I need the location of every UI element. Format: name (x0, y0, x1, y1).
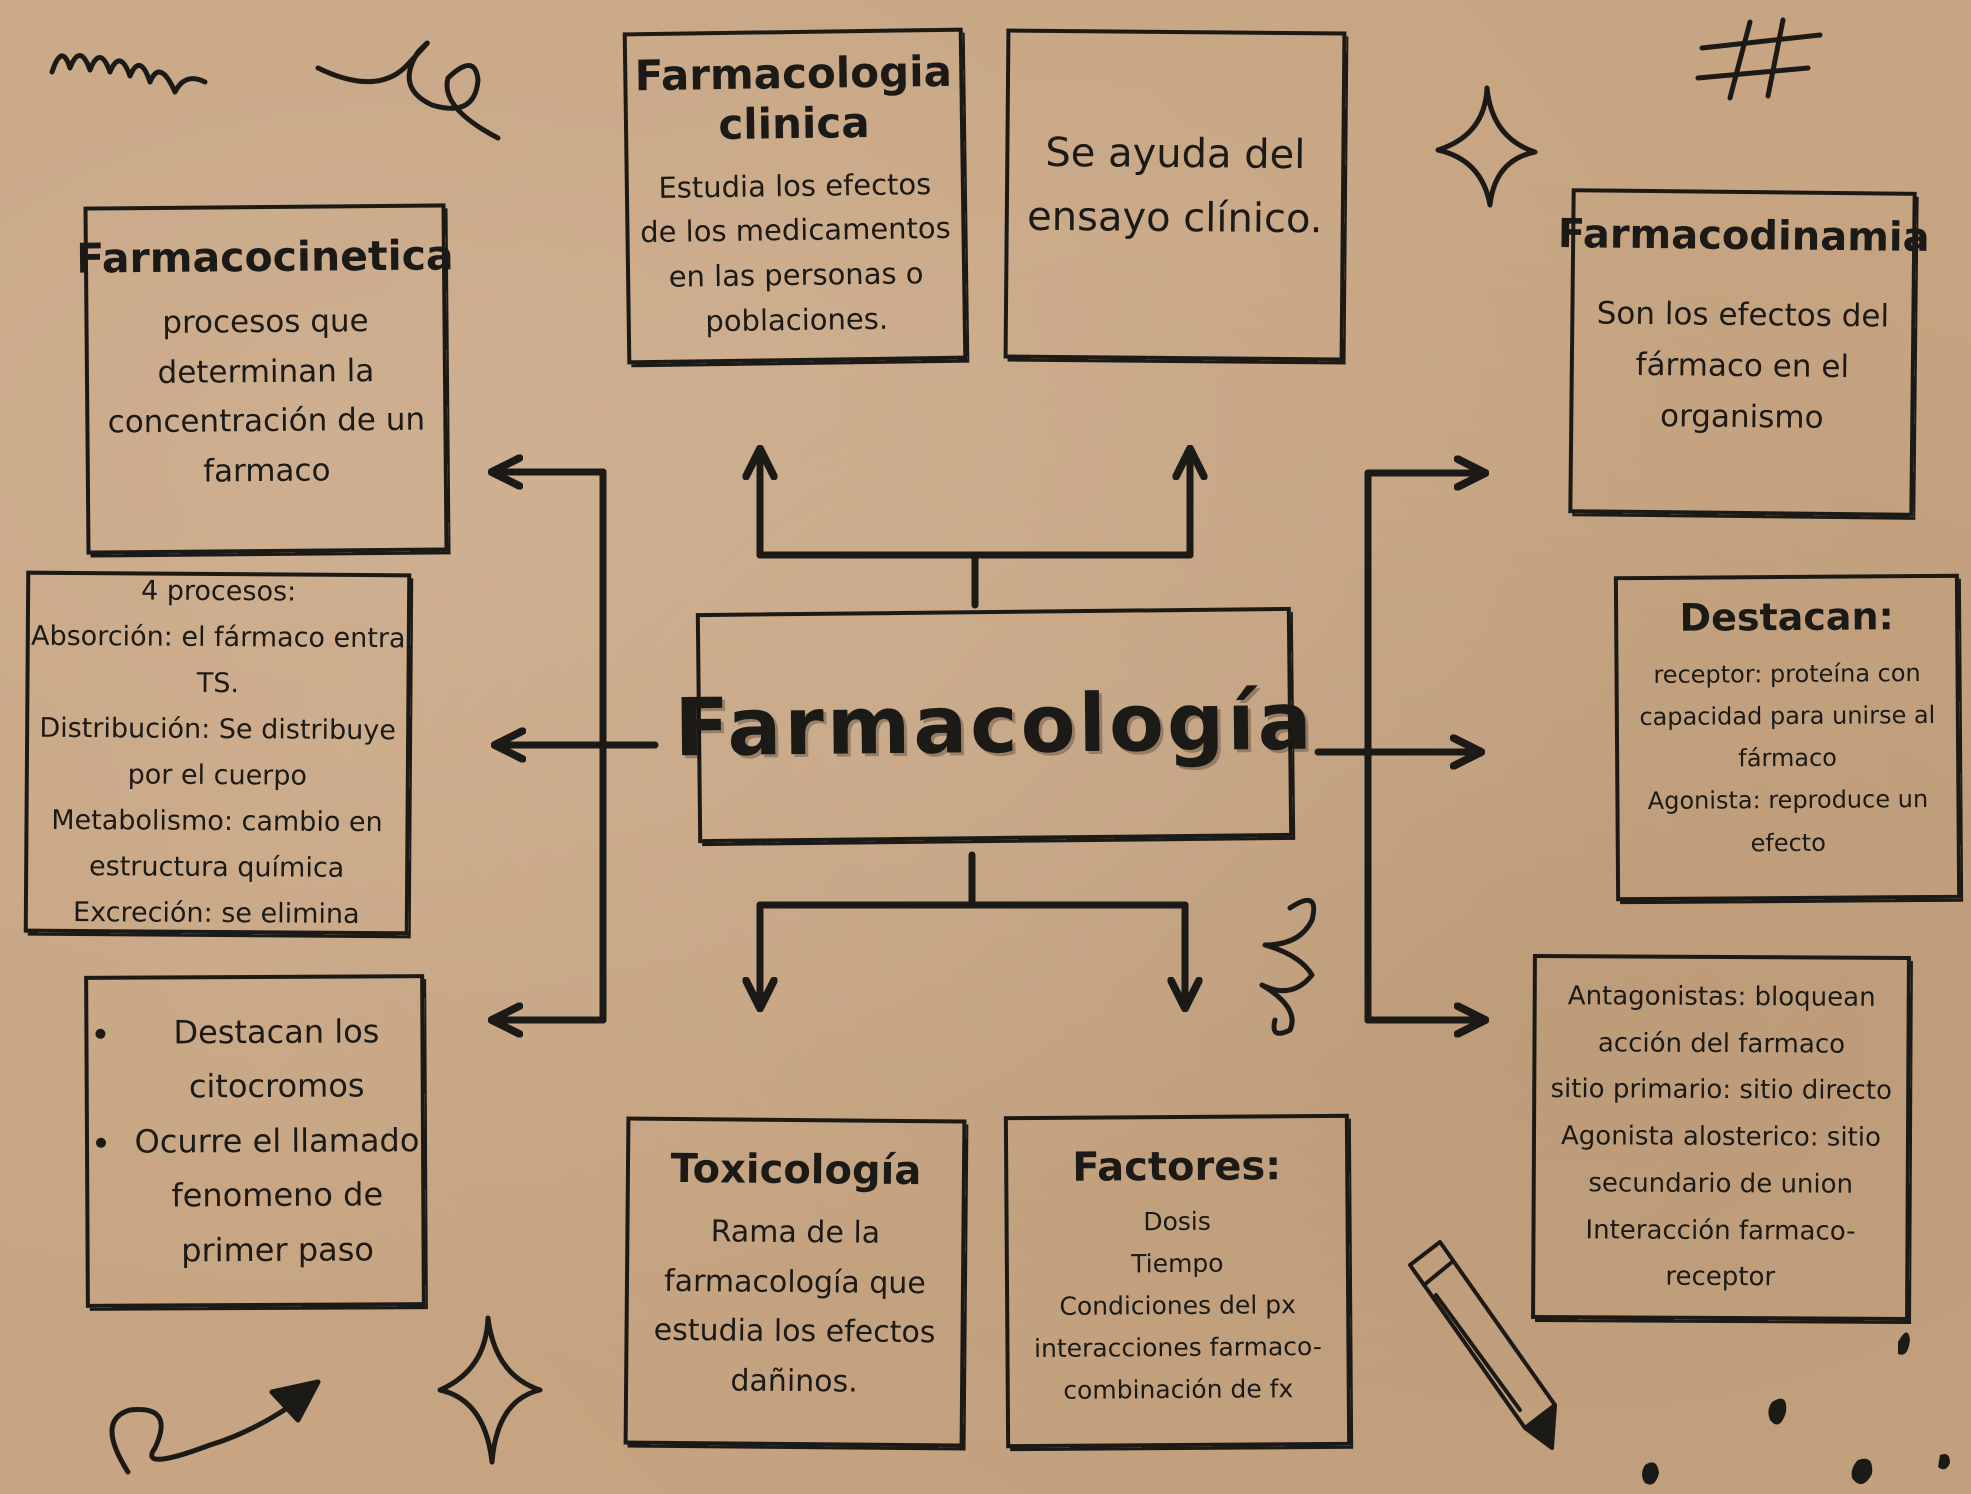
farmacocinetica-box: Farmacocinetica procesos que determinan … (76, 203, 454, 555)
toxicologia-box: Toxicología Rama de la farmacología que … (623, 1116, 967, 1448)
clinica-body-line-3: en las personas o (668, 256, 924, 295)
sparkle-doodle-bottom (437, 1315, 543, 1465)
procesos-box: 4 procesos: Absorción: el fármaco entra … (23, 568, 412, 938)
procesos-line-4: Distribución: Se distribuye (39, 712, 397, 747)
central-topic-title: Farmacología (673, 674, 1316, 775)
procesos-line-2: Absorción: el fármaco entra (30, 621, 406, 655)
antagonistas-line-2: acción del farmaco (1597, 1027, 1846, 1060)
farmacocinetica-line-3: concentración de un (107, 401, 426, 441)
hash-doodle (1695, 17, 1823, 101)
sparkle-doodle-top (1435, 85, 1538, 208)
destacan-box: Destacan: receptor: proteína con capacid… (1613, 573, 1962, 902)
central-topic-box: Farmacología (674, 606, 1315, 844)
farmacocinetica-line-4: farmaco (202, 452, 331, 490)
antagonistas-line-1: Antagonistas: bloquean (1567, 980, 1876, 1013)
farmacodinamia-body: Son los efectos del fármaco en el organi… (1595, 288, 1890, 444)
ensayo-body: Se ayuda del ensayo clínico. (1027, 121, 1323, 252)
antagonistas-line-7: receptor (1665, 1262, 1776, 1293)
toxicologia-line-4: dañinos. (730, 1362, 858, 1400)
toxicologia-line-3: estudia los efectos (653, 1312, 936, 1351)
bottom-connector (760, 851, 1185, 1005)
toxicologia-line-2: farmacología que (663, 1263, 926, 1301)
procesos-line-8: Excreción: se elimina (72, 896, 360, 930)
antagonistas-line-6: Interacción farmaco- (1585, 1214, 1856, 1247)
procesos-line-1: 4 procesos: (140, 575, 297, 608)
factores-line-2: Tiempo (1131, 1248, 1224, 1279)
factores-line-3: Condiciones del px (1059, 1290, 1296, 1321)
destacan-line-1: receptor: proteína con (1653, 658, 1921, 689)
clinica-body: Estudia los efectos de los medicamentos … (639, 161, 952, 345)
farmacocinetica-title: Farmacocinetica (76, 231, 454, 283)
clinica-box: Farmacologia clinica Estudia los efectos… (622, 27, 968, 365)
farmacodinamia-line-1: Son los efectos del (1596, 295, 1890, 335)
squiggle-doodle (49, 53, 208, 95)
toxicologia-title: Toxicología (670, 1145, 922, 1195)
factores-body: Dosis Tiempo Condiciones del px interacc… (1033, 1200, 1322, 1412)
factores-line-4: interacciones farmaco- (1034, 1331, 1322, 1364)
clinica-body-line-1: Estudia los efectos (658, 166, 932, 205)
curved-arrow-doodle (109, 1389, 313, 1475)
destacan-line-2: capacidad para unirse al (1639, 700, 1936, 731)
citocromos-list: Destacan los citocromos Ocurre el llamad… (88, 1004, 421, 1278)
antagonistas-line-4: Agonista alosterico: sitio (1560, 1121, 1882, 1153)
top-connector (760, 452, 1190, 609)
citocromos-box: Destacan los citocromos Ocurre el llamad… (84, 974, 426, 1308)
destacan-title: Destacan: (1679, 594, 1894, 640)
farmacodinamia-line-3: organismo (1659, 398, 1824, 437)
ensayo-line-1: Se ayuda del (1045, 129, 1306, 179)
clinica-title-line-1: Farmacologia (634, 46, 953, 100)
farmacodinamia-box: Farmacodinamia Son los efectos del fárma… (1558, 188, 1930, 517)
toxicologia-line-1: Rama de la (710, 1214, 881, 1251)
procesos-body: 4 procesos: Absorción: el fármaco entra … (29, 568, 406, 938)
antagonistas-line-3: sitio primario: sitio directo (1550, 1074, 1893, 1107)
destacan-line-5: efecto (1750, 828, 1826, 857)
destacan-body: receptor: proteína con capacidad para un… (1639, 652, 1936, 865)
farmacodinamia-title: Farmacodinamia (1557, 211, 1930, 261)
antagonistas-line-5: secundario de union (1588, 1168, 1854, 1200)
citocromos-bullet-1: Destacan los citocromos (122, 1004, 421, 1114)
destacan-line-4: Agonista: reproduce un (1647, 785, 1929, 816)
destacan-line-3: fármaco (1738, 743, 1838, 773)
factores-title: Factores: (1072, 1143, 1282, 1191)
ensayo-box: Se ayuda del ensayo clínico. (1003, 28, 1347, 362)
citocromos-bullet-2: Ocurre el llamado fenomeno de primer pas… (123, 1113, 422, 1278)
spiral-doodle (1259, 897, 1317, 1036)
ensayo-line-2: ensayo clínico. (1026, 193, 1323, 243)
farmacocinetica-line-2: determinan la (157, 352, 375, 391)
toxicologia-body: Rama de la farmacología que estudia los … (653, 1207, 936, 1407)
loop-doodle (315, 40, 501, 141)
procesos-line-7: estructura química (88, 850, 345, 884)
curved-arrow-head (269, 1379, 321, 1423)
procesos-line-6: Metabolismo: cambio en (51, 804, 383, 839)
clinica-body-line-2: de los medicamentos (639, 211, 951, 250)
farmacodinamia-line-2: fármaco en el (1635, 347, 1850, 386)
antagonistas-body: Antagonistas: bloquean acción del farmac… (1549, 973, 1892, 1302)
clinica-body-line-4: poblaciones. (705, 302, 889, 339)
pencil-icon (1408, 1240, 1557, 1450)
factores-box: Factores: Dosis Tiempo Condiciones del p… (1003, 1113, 1352, 1449)
right-connector (1314, 473, 1482, 1020)
factores-line-1: Dosis (1143, 1206, 1211, 1237)
farmacocinetica-line-1: procesos que (162, 303, 369, 342)
ink-drops-doodle (1642, 1332, 1950, 1485)
procesos-line-5: por el cuerpo (127, 759, 308, 792)
factores-line-5: combinación de fx (1063, 1374, 1294, 1405)
farmacocinetica-body: procesos que determinan la concentración… (107, 297, 426, 498)
procesos-line-3: TS. (196, 668, 240, 700)
clinica-title-line-2: clinica (718, 98, 870, 150)
left-connector (495, 472, 659, 1020)
antagonistas-box: Antagonistas: bloquean acción del farmac… (1531, 954, 1911, 1321)
clinica-title: Farmacologia clinica (634, 47, 953, 152)
